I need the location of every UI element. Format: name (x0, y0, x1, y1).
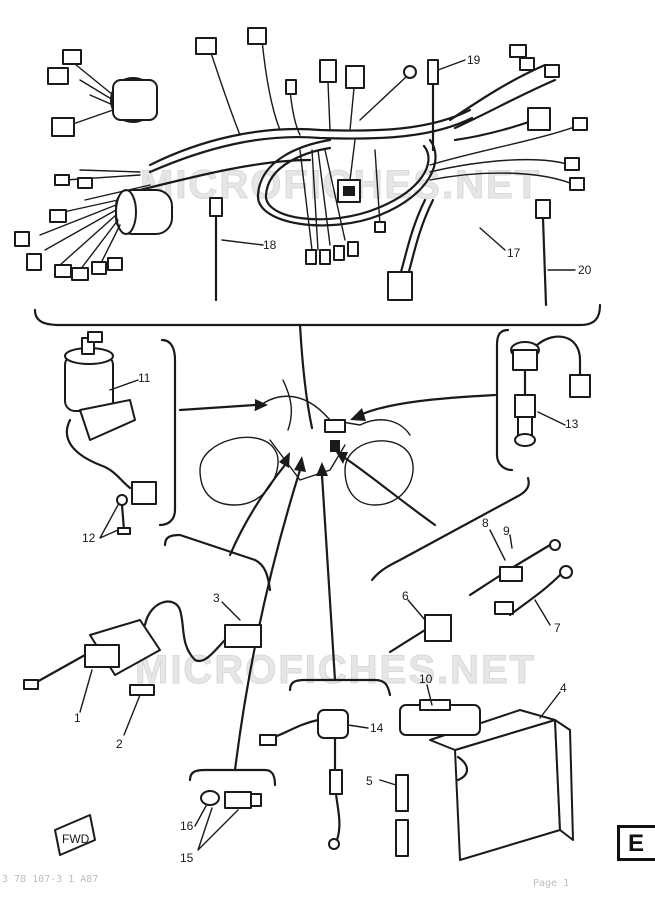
section-badge: E (617, 825, 655, 861)
callout-3: 3 (213, 591, 220, 605)
callout-17: 17 (507, 246, 521, 260)
harness-brace (33, 303, 602, 327)
callout-12: 12 (82, 531, 96, 545)
callout-16: 16 (180, 819, 194, 833)
section-badge-label: E (628, 830, 645, 857)
callout-4: 4 (560, 681, 567, 695)
ignition-switch (64, 331, 157, 535)
motorcycle-outline (199, 379, 414, 506)
callout-7: 7 (554, 621, 561, 635)
callout-5: 5 (366, 774, 373, 788)
fwd-marker: FWD (54, 814, 96, 856)
callouts: 1 2 3 4 5 6 7 8 9 10 11 12 13 14 15 16 1 (74, 53, 592, 865)
callout-11: 11 (138, 371, 151, 385)
oil-pressure-switch (200, 790, 262, 809)
callout-10: 10 (419, 672, 433, 686)
callout-6: 6 (402, 589, 409, 603)
callout-8: 8 (482, 516, 489, 530)
callout-1: 1 (74, 711, 81, 725)
pointer-arrows (178, 393, 497, 772)
callout-15: 15 (180, 851, 194, 865)
callout-9: 9 (503, 524, 510, 538)
stop-switch (259, 709, 349, 850)
fwd-label: FWD (62, 832, 90, 846)
callout-20: 20 (578, 263, 592, 277)
rectifier-and-leads (388, 539, 573, 654)
footer-code: 3 78 107-3 1 A87 (2, 874, 98, 885)
callout-14: 14 (370, 721, 384, 735)
footer-right: Page 1 (533, 878, 569, 889)
watermark-bottom: MICROFICHES.NET (135, 648, 536, 692)
battery (395, 699, 574, 861)
callout-18: 18 (263, 238, 277, 252)
wire-harness (14, 27, 588, 307)
callout-13: 13 (565, 417, 579, 431)
callout-19: 19 (467, 53, 481, 67)
neutral-switch-lead (510, 335, 591, 447)
ignition-coil (23, 600, 262, 696)
callout-2: 2 (116, 737, 123, 751)
